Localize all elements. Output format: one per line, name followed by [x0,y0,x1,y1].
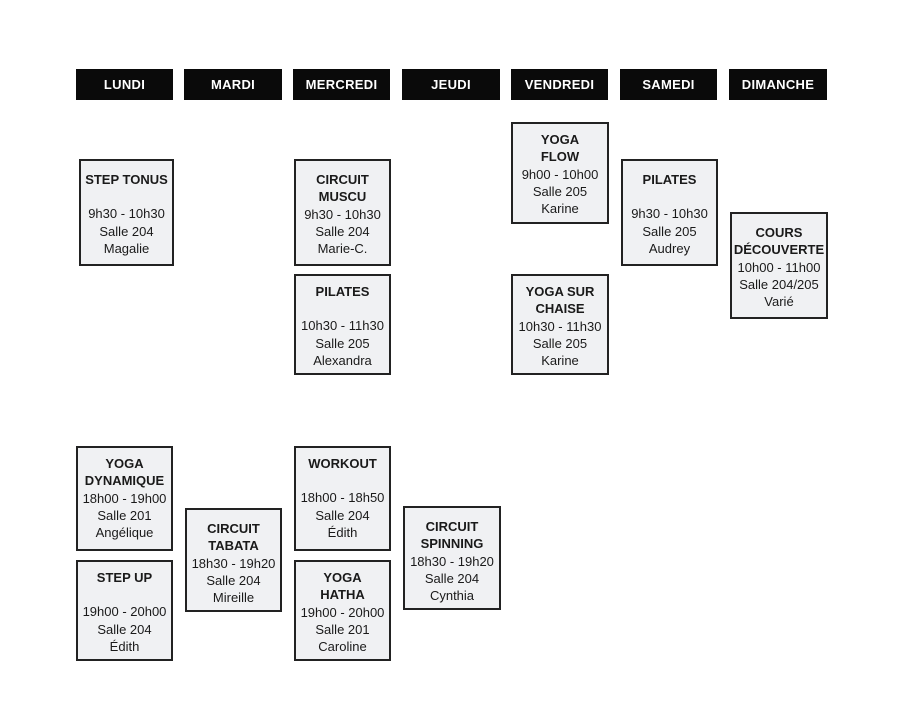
class-room: Salle 205 [642,223,697,239]
class-name-line-1: COURS [755,225,803,240]
class-name-line-2: TABATA [208,538,259,554]
class-teacher: Marie-C. [317,241,368,257]
class-name: PILATES [315,284,370,299]
class-room: Salle 205 [532,335,588,351]
class-room: Salle 204 [315,223,370,239]
class-card-cours-decouverte: COURS DÉCOUVERTE 10h00 - 11h00 Salle 204… [730,212,828,319]
class-time: 18h00 - 18h50 [300,490,385,506]
class-card-pilates-mercredi: PILATES 10h30 - 11h30 Salle 205 Alexandr… [294,274,391,375]
class-room: Salle 201 [97,507,152,523]
class-teacher: Angélique [95,525,154,541]
class-name-line-2: DÉCOUVERTE [733,242,825,258]
class-room: Salle 204/205 [739,276,819,292]
class-teacher: Audrey [648,240,691,256]
day-header-lundi: LUNDI [76,69,173,100]
class-name-line-2: HATHA [320,587,365,603]
class-card-yoga-dynamique: YOGA DYNAMIQUE 18h00 - 19h00 Salle 201 A… [76,446,173,551]
class-card-yoga-hatha: YOGA HATHA 19h00 - 20h00 Salle 201 Carol… [294,560,391,661]
class-teacher: Karine [541,201,579,217]
class-teacher: Alexandra [313,352,372,368]
day-header-mardi: MARDI [184,69,282,100]
day-header-dimanche: DIMANCHE [729,69,827,100]
class-room: Salle 201 [315,621,370,637]
class-name-line-1: YOGA [323,570,362,585]
class-name-line-1: YOGA [105,456,144,471]
class-time: 9h30 - 10h30 [304,206,381,222]
class-card-workout: WORKOUT 18h00 - 18h50 Salle 204 Édith [294,446,391,551]
day-header-samedi: SAMEDI [620,69,717,100]
class-teacher: Caroline [318,639,367,655]
day-header-mercredi: MERCREDI [293,69,390,100]
class-name-line-1: CIRCUIT [425,519,479,534]
class-name-line-2: CHAISE [535,301,585,317]
class-name-line-1: CIRCUIT [207,521,260,536]
class-name: WORKOUT [308,456,377,471]
class-time: 9h30 - 10h30 [631,206,708,222]
class-card-yoga-flow: YOGA FLOW 9h00 - 10h00 Salle 205 Karine [511,122,609,224]
class-name-line-1: YOGA SUR [525,284,595,299]
class-teacher: Édith [109,638,140,654]
class-card-circuit-spinning: CIRCUIT SPINNING 18h30 - 19h20 Salle 204… [403,506,501,610]
class-name-line-1: YOGA [540,132,580,147]
class-name-line-2: MUSCU [318,189,367,205]
class-teacher: Mireille [212,590,255,606]
class-teacher: Édith [327,524,358,540]
class-card-circuit-muscu: CIRCUIT MUSCU 9h30 - 10h30 Salle 204 Mar… [294,159,391,266]
class-room: Salle 205 [532,183,588,199]
class-time: 10h30 - 11h30 [518,318,602,334]
class-name-line-2: SPINNING [420,536,484,552]
class-name: PILATES [642,172,697,187]
class-room: Salle 204 [97,621,152,637]
class-time: 18h00 - 19h00 [82,490,167,506]
class-card-step-up: STEP UP 19h00 - 20h00 Salle 204 Édith [76,560,173,661]
class-name-line-2: DYNAMIQUE [84,473,165,489]
class-teacher: Karine [541,353,579,369]
class-card-circuit-tabata: CIRCUIT TABATA 18h30 - 19h20 Salle 204 M… [185,508,282,612]
class-time: 9h00 - 10h00 [521,166,599,182]
class-card-step-tonus: STEP TONUS 9h30 - 10h30 Salle 204 Magali… [79,159,174,266]
class-room: Salle 204 [99,223,154,239]
class-time: 10h00 - 11h00 [737,259,821,275]
class-teacher: Varié [764,294,794,310]
class-teacher: Magalie [103,240,150,256]
class-room: Salle 204 [206,572,261,588]
class-time: 9h30 - 10h30 [88,206,165,222]
day-header-jeudi: JEUDI [402,69,500,100]
class-card-pilates-samedi: PILATES 9h30 - 10h30 Salle 205 Audrey [621,159,718,266]
class-name: STEP UP [96,570,153,585]
class-name-line-1: CIRCUIT [316,172,369,187]
class-time: 18h30 - 19h20 [410,553,494,569]
class-time: 19h00 - 20h00 [300,604,385,620]
class-room: Salle 205 [315,335,370,351]
day-header-vendredi: VENDREDI [511,69,608,100]
class-teacher: Cynthia [429,588,475,604]
class-room: Salle 204 [315,507,370,523]
class-time: 10h30 - 11h30 [301,318,384,334]
class-time: 18h30 - 19h20 [191,555,276,571]
class-card-yoga-sur-chaise: YOGA SUR CHAISE 10h30 - 11h30 Salle 205 … [511,274,609,375]
class-name: STEP TONUS [85,172,168,187]
class-name-line-2: FLOW [540,149,580,165]
class-time: 19h00 - 20h00 [82,604,167,620]
class-room: Salle 204 [424,570,480,586]
